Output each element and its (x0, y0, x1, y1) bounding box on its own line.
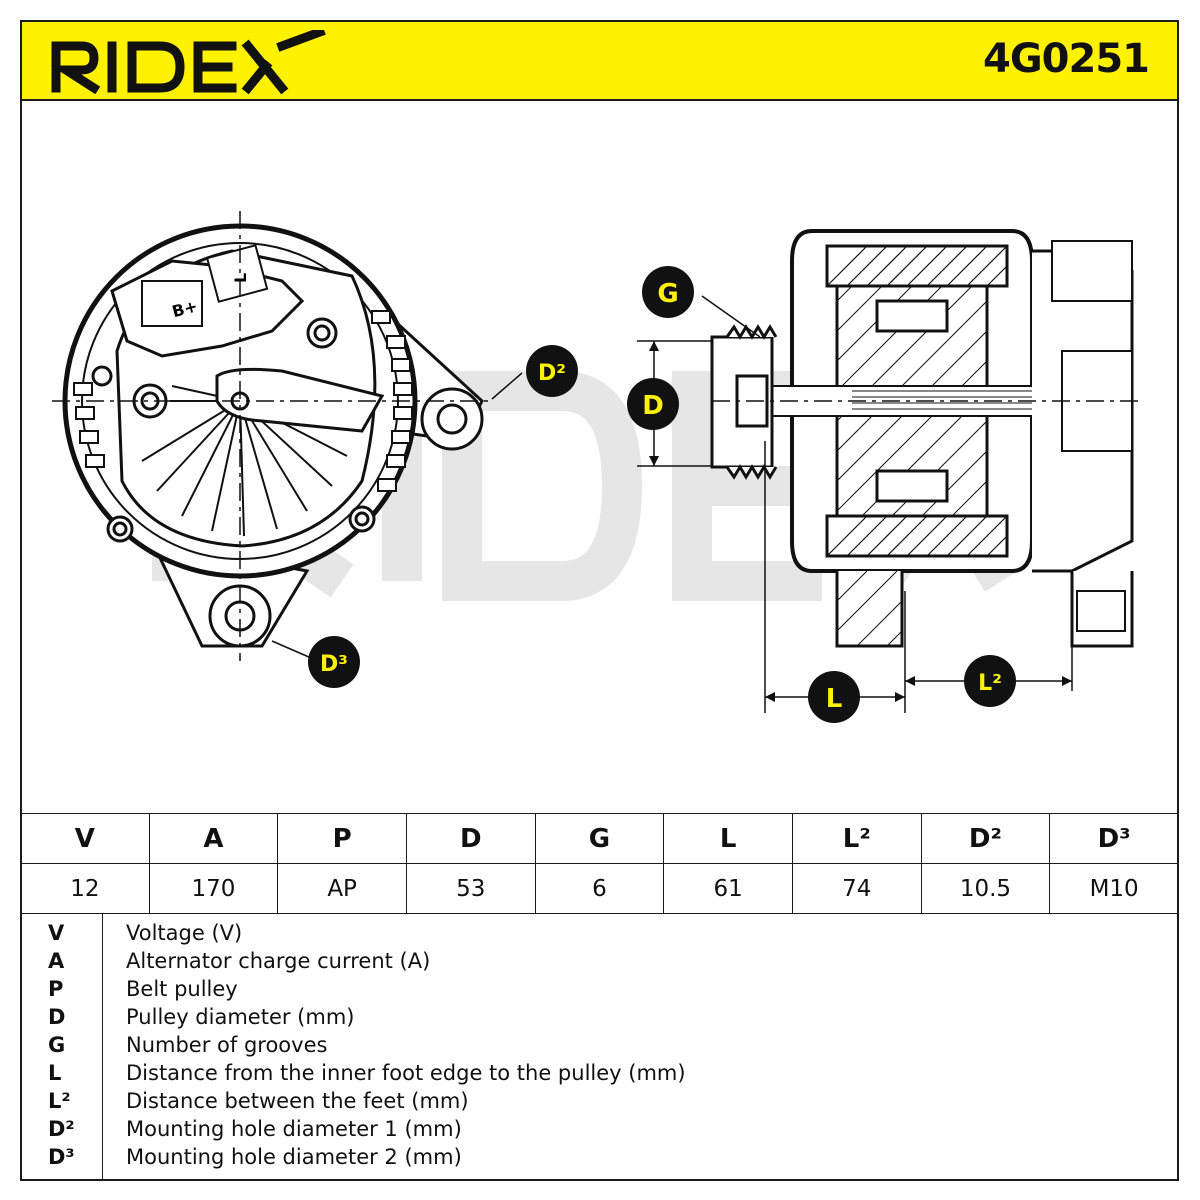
legend-code: L² (48, 1089, 71, 1113)
callout-l: L (826, 684, 843, 714)
callout-d: D (642, 391, 664, 421)
legend-item: L Distance from the inner foot edge to t… (22, 1061, 1172, 1089)
legend-divider (102, 913, 103, 1179)
legend-item: V Voltage (V) (22, 921, 1172, 949)
legend-item: D Pulley diameter (mm) (22, 1005, 1172, 1033)
legend-desc: Voltage (V) (126, 921, 243, 945)
legend-desc: Distance from the inner foot edge to the… (126, 1061, 686, 1085)
legend-item: D³ Mounting hole diameter 2 (mm) (22, 1145, 1172, 1173)
spec-value: 61 (663, 863, 793, 914)
callout-d3: D³ (320, 652, 348, 677)
legend-code: L (48, 1061, 62, 1085)
spec-header: D³ (1049, 813, 1179, 864)
legend-code: D (48, 1005, 66, 1029)
spec-value: 170 (148, 863, 279, 914)
header-bar: 4G0251 (20, 20, 1179, 101)
spec-value: 53 (405, 863, 536, 914)
legend-code: G (48, 1033, 66, 1057)
callout-d2: D² (538, 361, 566, 386)
dimension-arrows (649, 341, 1072, 702)
legend-code: V (48, 921, 65, 945)
spec-header: D (405, 813, 536, 864)
spec-header: A (148, 813, 279, 864)
callout-group: G D D² D³ L L² (308, 266, 1016, 723)
spec-header: L² (791, 813, 922, 864)
spec-header: V (20, 813, 150, 864)
connector-label-l: L (231, 273, 250, 283)
spec-value: 10.5 (920, 863, 1051, 914)
legend-desc: Distance between the feet (mm) (126, 1089, 469, 1113)
alternator-rear-view (52, 211, 492, 661)
stator-hatch (825, 244, 1009, 558)
legend-item: D² Mounting hole diameter 1 (mm) (22, 1117, 1172, 1145)
spec-table: V A P D G L L² D² D³ 12 170 AP 53 6 61 7… (20, 813, 1179, 914)
spec-value: M10 (1049, 863, 1179, 914)
belt-pulley (710, 324, 778, 480)
spec-value: 12 (20, 863, 150, 914)
legend-desc: Belt pulley (126, 977, 238, 1001)
legend-item: G Number of grooves (22, 1033, 1172, 1061)
brand-logo (50, 30, 326, 94)
spec-value: 74 (791, 863, 922, 914)
spec-header-row: V A P D G L L² D² D³ (20, 813, 1179, 864)
alternator-side-section (710, 229, 1142, 648)
spec-header: D² (920, 813, 1051, 864)
callout-l2: L² (978, 671, 1002, 696)
legend-code: D² (48, 1117, 75, 1141)
spec-header: G (534, 813, 665, 864)
legend-item: L² Distance between the feet (mm) (22, 1089, 1172, 1117)
legend-desc: Number of grooves (126, 1033, 328, 1057)
legend-code: D³ (48, 1145, 75, 1169)
legend-code: P (48, 977, 64, 1001)
part-number: 4G0251 (983, 36, 1150, 82)
legend: V Voltage (V) A Alternator charge curren… (20, 913, 1179, 1181)
spec-header: L (663, 813, 793, 864)
callout-g: G (657, 279, 678, 309)
spec-header: P (277, 813, 407, 864)
legend-item: P Belt pulley (22, 977, 1172, 1005)
spec-value: AP (277, 863, 407, 914)
legend-code: A (48, 949, 65, 973)
legend-desc: Mounting hole diameter 1 (mm) (126, 1117, 462, 1141)
legend-desc: Alternator charge current (A) (126, 949, 431, 973)
legend-desc: Pulley diameter (mm) (126, 1005, 355, 1029)
legend-item: A Alternator charge current (A) (22, 949, 1172, 977)
alternator-technical-drawing: B+ L (52, 211, 1142, 723)
spec-value-row: 12 170 AP 53 6 61 74 10.5 M10 (20, 863, 1179, 914)
spec-value: 6 (534, 863, 665, 914)
legend-desc: Mounting hole diameter 2 (mm) (126, 1145, 462, 1169)
